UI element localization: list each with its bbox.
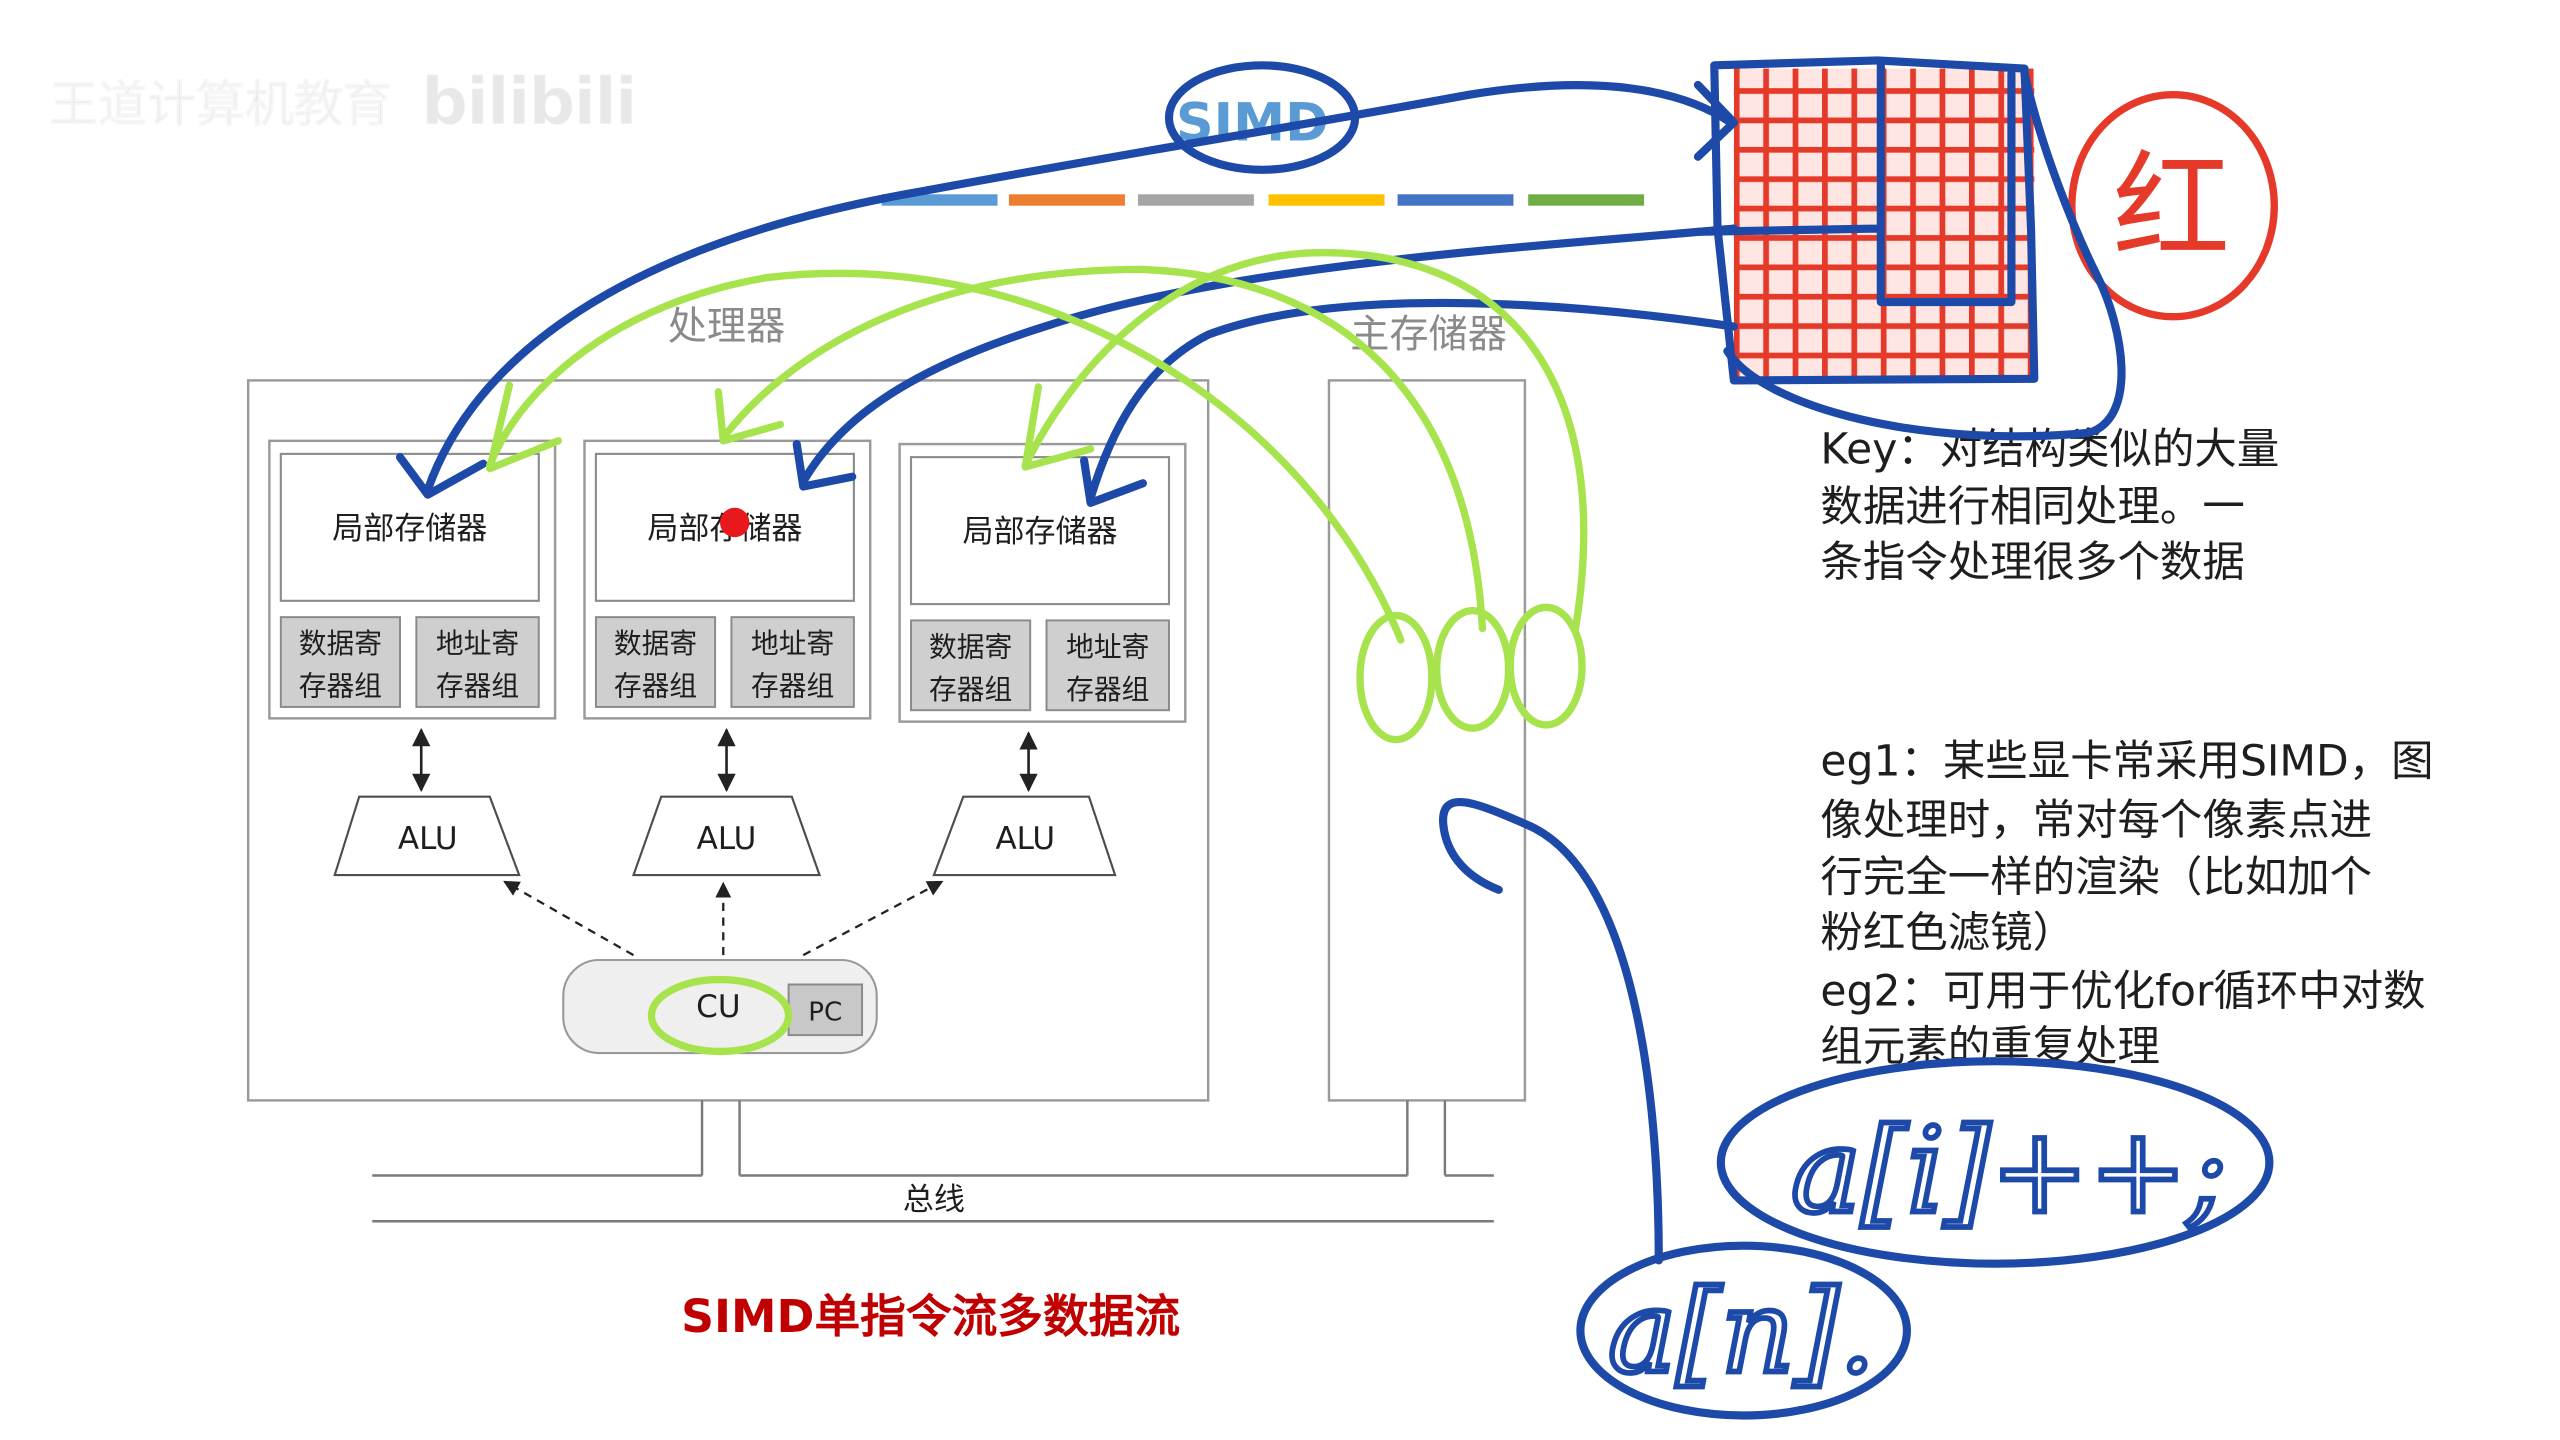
- watermark-channel-text: 王道计算机教育: [49, 76, 392, 133]
- control-unit: CU PC: [562, 958, 878, 1055]
- memory-to-unit-3-arrowhead: [1021, 383, 1095, 471]
- data-register-label-line-2: 存器组: [929, 673, 1012, 706]
- color-bar-row: [881, 194, 1645, 206]
- address-register-box: [415, 616, 540, 708]
- address-register-label-line-2: 存器组: [751, 670, 834, 703]
- alu-3: ALU: [932, 795, 1117, 877]
- grid-entry-arrowhead: [1693, 80, 1738, 161]
- color-bar-5: [1397, 194, 1514, 206]
- diagram-caption: SIMD单指令流多数据流: [681, 1290, 1180, 1343]
- alu-label: ALU: [995, 821, 1055, 857]
- address-register-box: [1045, 619, 1170, 712]
- notes-example-1: eg1：某些显卡常采用SIMD，图 像处理时，常对每个像素点进 行完全一样的渲染…: [1820, 738, 2433, 958]
- address-register-label-line-1: 地址寄: [1066, 630, 1149, 663]
- data-register-label-line-1: 数据寄: [614, 627, 697, 660]
- data-register-box: [910, 619, 1032, 712]
- color-bar-2: [1008, 194, 1125, 206]
- grid-to-unit-2-arrowhead: [792, 440, 857, 491]
- memory-to-unit-2-arrowhead: [714, 388, 785, 445]
- alu-1: ALU: [333, 795, 521, 877]
- processing-unit-3: 局部存储器 数据寄 存器组 地址寄 存器组: [898, 442, 1187, 723]
- data-register-box: [594, 616, 717, 708]
- system-bus: 总线: [372, 1100, 1494, 1223]
- grid-inner-outline: [1693, 61, 2016, 307]
- memory-to-unit-3-arrow: [1021, 249, 1588, 633]
- local-memory-box: [279, 452, 540, 602]
- control-arrow-1: [503, 880, 635, 957]
- control-unit-circle: [647, 975, 793, 1056]
- notes-key-line-2: 数据进行相同处理。一: [1820, 483, 2244, 532]
- memory-data-loop-3: [1506, 603, 1586, 729]
- grid-to-unit-3-arrowhead: [1080, 456, 1147, 507]
- increment-code-circle: [1716, 1057, 2274, 1268]
- main-memory-frame: [1327, 379, 1527, 1102]
- grid-outline: [1710, 56, 2039, 385]
- array-code: a[n].: [1608, 1265, 1875, 1398]
- address-register-label-line-1: 地址寄: [751, 627, 834, 660]
- alu-shape: [631, 795, 822, 877]
- notes-key-line-3: 条指令处理很多个数据: [1820, 538, 2244, 587]
- laser-pointer-dot: [720, 507, 750, 538]
- address-register-label-line-2: 存器组: [436, 670, 519, 703]
- data-register-label-line-1: 数据寄: [929, 630, 1012, 663]
- memory-data-loop-1: [1356, 611, 1436, 744]
- alu-label: ALU: [697, 821, 757, 857]
- color-bar-1: [881, 194, 998, 206]
- alu-shape: [932, 795, 1117, 877]
- color-bar-3: [1137, 194, 1254, 206]
- memory-to-unit-1-arrow: [486, 269, 1405, 644]
- watermark-bilibili-logo: bilibili: [421, 64, 636, 140]
- array-to-memory-arrow: [1439, 797, 1663, 1265]
- control-arrow-3: [802, 880, 944, 957]
- grid-to-unit-3-arrow: [1086, 298, 1738, 503]
- red-note-circle: [2068, 91, 2278, 321]
- grid-loop: [1723, 69, 2126, 441]
- notes-eg2-line-1: eg2：可用于优化for循环中对数: [1820, 968, 2425, 1017]
- handwritten-red-note: 红: [2068, 91, 2278, 321]
- bus-connector-processor: [700, 1100, 741, 1176]
- address-register-label-line-2: 存器组: [1066, 673, 1149, 706]
- local-memory-label: 局部存储器: [962, 514, 1117, 550]
- bus-connector-memory: [1406, 1100, 1447, 1176]
- address-register-box: [730, 616, 855, 708]
- blue-annotations: a[i]++; a[n].: [395, 56, 2274, 1420]
- alu-shape: [333, 795, 521, 877]
- notes-eg1-line-4: 粉红色滤镜）: [1820, 909, 2075, 958]
- memory-to-unit-1-arrowhead: [486, 381, 563, 473]
- data-register-label-line-2: 存器组: [299, 670, 382, 703]
- array-code-circle: [1576, 1241, 1912, 1420]
- color-bar-6: [1528, 194, 1645, 206]
- grid-to-unit-1-arrowhead: [395, 453, 488, 499]
- notes-example-2: eg2：可用于优化for循环中对数 组元素的重复处理: [1820, 968, 2425, 1073]
- grid-to-unit-1-arrow: [423, 81, 1735, 494]
- processor-title: 处理器: [668, 305, 786, 350]
- data-register-label-line-1: 数据寄: [299, 627, 382, 660]
- alu-label: ALU: [398, 821, 458, 857]
- control-unit-label: CU: [696, 989, 740, 1025]
- local-memory-box: [909, 456, 1171, 606]
- watermark: 王道计算机教育 bilibili: [48, 63, 638, 140]
- notes-eg1-line-3: 行完全一样的渲染（比如加个: [1820, 853, 2372, 902]
- address-register-label-line-1: 地址寄: [436, 627, 519, 660]
- grid-to-unit-2-arrow: [799, 224, 1738, 486]
- data-register-label-line-2: 存器组: [614, 670, 697, 703]
- local-memory-label: 局部存储器: [332, 511, 487, 547]
- color-bar-4: [1268, 194, 1385, 206]
- program-counter-label: PC: [808, 997, 842, 1027]
- processing-unit-1: 局部存储器 数据寄 存器组 地址寄 存器组: [268, 439, 557, 720]
- notes-eg1-line-2: 像处理时，常对每个像素点进: [1820, 796, 2372, 845]
- bus-label: 总线: [903, 1182, 965, 1218]
- memory-to-unit-2-arrow: [719, 265, 1487, 633]
- program-counter-box: [787, 983, 864, 1037]
- notes-eg1-line-1: eg1：某些显卡常采用SIMD，图: [1820, 738, 2433, 787]
- green-annotations: [486, 249, 1588, 1056]
- data-register-box: [279, 616, 401, 708]
- notes-key: Key：对结构类似的大量 数据进行相同处理。一 条指令处理很多个数据: [1820, 426, 2279, 588]
- alu-2: ALU: [631, 795, 822, 877]
- red-note-character: 红: [2113, 139, 2231, 276]
- main-memory-title: 主存储器: [1350, 313, 1507, 358]
- increment-code: a[i]++;: [1791, 1102, 2227, 1239]
